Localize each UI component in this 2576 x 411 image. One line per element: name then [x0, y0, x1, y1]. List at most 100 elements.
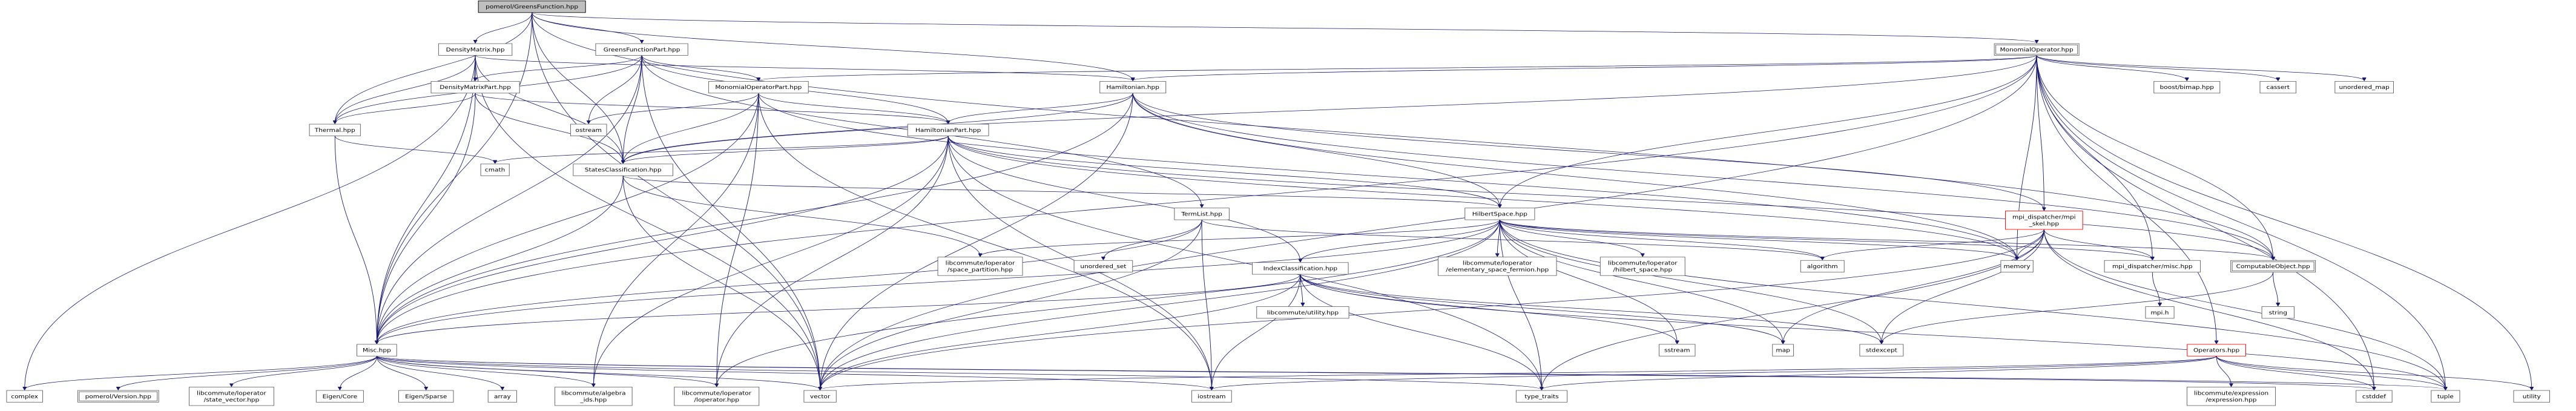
node-root[interactable]: pomerol/GreensFunction.hpp	[478, 0, 586, 13]
node-label: memory	[2004, 264, 2031, 270]
node-uset[interactable]: unordered_set	[1073, 260, 1133, 273]
node-box	[2431, 390, 2460, 403]
node-box	[555, 387, 633, 406]
edge-hs-to-algorithm	[1499, 219, 1822, 260]
node-string[interactable]: string	[2261, 306, 2294, 319]
node-label: algorithm	[1807, 264, 1838, 270]
node-mpih[interactable]: mpi.h	[2145, 306, 2175, 319]
node-box	[188, 387, 274, 406]
node-label: Eigen/Core	[323, 394, 358, 400]
node-misc[interactable]: Misc.hpp	[357, 344, 397, 357]
node-box	[430, 81, 520, 94]
node-box	[1772, 344, 1794, 357]
node-operators[interactable]: Operators.hpp	[2187, 344, 2246, 357]
node-thermal[interactable]: Thermal.hpp	[309, 123, 361, 136]
node-vector[interactable]: vector	[803, 390, 837, 403]
node-hamp[interactable]: HamiltonianPart.hpp	[907, 123, 989, 136]
edge-gfp-to-dmp	[475, 55, 642, 81]
node-cassert[interactable]: cassert	[2259, 81, 2297, 94]
node-box	[2513, 390, 2551, 403]
node-spart[interactable]: libcommute/loperator/space_partition.hpp	[937, 257, 1023, 276]
node-label: unordered_set	[1080, 264, 1126, 270]
node-stdexcept[interactable]: stdexcept	[1859, 344, 1904, 357]
node-tuple[interactable]: tuple	[2431, 390, 2460, 403]
node-label: string	[2269, 310, 2287, 316]
node-termlist[interactable]: TermList.hpp	[1174, 208, 1230, 220]
node-label: mpi_dispatcher/misc.hpp	[2112, 264, 2193, 270]
node-mpimisc[interactable]: mpi_dispatcher/misc.hpp	[2104, 260, 2201, 273]
node-array[interactable]: array	[487, 390, 517, 403]
node-algorithm[interactable]: algorithm	[1800, 260, 1845, 273]
node-mop[interactable]: MonomialOperatorPart.hpp	[708, 81, 809, 94]
node-version[interactable]: pomerol/Version.hpp	[77, 390, 159, 403]
edge-misc-to-version	[118, 356, 377, 389]
edge-monop-to-sc	[623, 55, 2037, 163]
edge-misc-to-iostream	[376, 355, 1211, 389]
edge-ham-to-sc	[623, 93, 1133, 163]
node-monop[interactable]: MonomialOperator.hpp	[1994, 43, 2080, 56]
node-eigensparse[interactable]: Eigen/Sparse	[398, 390, 454, 403]
edge-hs-to-typetraits	[1499, 220, 1541, 390]
node-label: _skel.hpp	[2029, 221, 2060, 227]
node-mpiskel[interactable]: mpi_dispatcher/mpi_skel.hpp	[2005, 211, 2083, 230]
node-hilbsp[interactable]: libcommute/loperator/hilbert_space.hpp	[1599, 257, 1685, 276]
node-label: /hilbert_space.hpp	[1613, 267, 1672, 273]
edge-dm-to-misc	[377, 55, 476, 343]
edge-root-to-ham	[532, 12, 1133, 81]
edge-misc-to-eigencore	[340, 356, 377, 389]
edge-mpimisc-to-mpih	[2152, 272, 2159, 306]
node-iostream[interactable]: iostream	[1191, 390, 1232, 403]
edge-mpiskel-to-stdexcept	[1882, 229, 2044, 343]
node-lop[interactable]: libcommute/loperator/loperator.hpp	[674, 387, 760, 406]
node-map[interactable]: map	[1772, 344, 1794, 357]
node-compobj[interactable]: ComputableObject.hpp	[2230, 260, 2316, 273]
edge-mop-to-lop	[717, 93, 759, 386]
node-ostream[interactable]: ostream	[570, 123, 607, 136]
node-typetraits[interactable]: type_traits	[1515, 390, 1568, 403]
edge-compobj-to-string	[2273, 272, 2278, 306]
edge-monop-to-cassert	[2036, 55, 2278, 81]
node-elemsp[interactable]: libcommute/loperator/elementary_space_fe…	[1437, 257, 1557, 276]
edge-monop-to-hs	[1500, 55, 2037, 207]
edge-hs-to-spart	[980, 219, 1500, 256]
node-box	[2334, 81, 2394, 94]
node-sstream[interactable]: sstream	[1658, 344, 1696, 357]
edge-operators-to-utility	[2216, 356, 2532, 389]
node-eigencore[interactable]: Eigen/Core	[315, 390, 364, 403]
node-box	[1859, 344, 1904, 357]
edge-dmp-to-misc	[377, 93, 476, 344]
node-ids[interactable]: libcommute/algebra_ids.hpp	[555, 387, 633, 406]
node-memory[interactable]: memory	[2000, 260, 2034, 273]
node-gfp[interactable]: GreensFunctionPart.hpp	[595, 43, 688, 56]
node-lcutil[interactable]: libcommute/utility.hpp	[1256, 306, 1349, 319]
edge-dm-to-vector	[475, 55, 820, 389]
edge-idxc-to-iostream	[1211, 274, 1301, 390]
edge-mop-to-ids	[593, 93, 759, 386]
node-svh[interactable]: libcommute/loperator/state_vector.hpp	[188, 387, 274, 406]
edge-root-to-monop	[532, 12, 2037, 43]
node-dm[interactable]: DensityMatrix.hpp	[438, 43, 513, 56]
node-box	[708, 81, 809, 94]
node-idxc[interactable]: IndexClassification.hpp	[1252, 262, 1349, 275]
node-cstddef[interactable]: cstddef	[2356, 390, 2393, 403]
edge-hamp-to-idxc	[947, 136, 1300, 261]
edge-hs-to-compobj	[1499, 219, 2273, 260]
edge-hs-to-idxc	[1300, 220, 1500, 261]
node-sc[interactable]: StatesClassification.hpp	[573, 163, 673, 176]
node-box	[2104, 260, 2201, 273]
node-hs[interactable]: HilbertSpace.hpp	[1464, 208, 1535, 220]
node-dmp[interactable]: DensityMatrixPart.hpp	[430, 81, 520, 94]
node-umap[interactable]: unordered_map	[2334, 81, 2394, 94]
node-expr[interactable]: libcommute/expression/expression.hpp	[2186, 387, 2276, 406]
node-utility[interactable]: utility	[2513, 390, 2551, 403]
node-cmath[interactable]: cmath	[480, 163, 510, 176]
nodes-layer: pomerol/GreensFunction.hppDensityMatrix.…	[6, 0, 2551, 406]
node-label: ostream	[575, 128, 601, 134]
edge-mpiskel-to-tuple	[2043, 229, 2445, 390]
node-ham[interactable]: Hamiltonian.hpp	[1099, 81, 1167, 94]
edge-gfp-to-mop	[641, 55, 759, 81]
node-inner-box	[79, 391, 158, 401]
node-complex[interactable]: complex	[6, 390, 43, 403]
node-bimap[interactable]: boost/bimap.hpp	[2153, 81, 2221, 94]
